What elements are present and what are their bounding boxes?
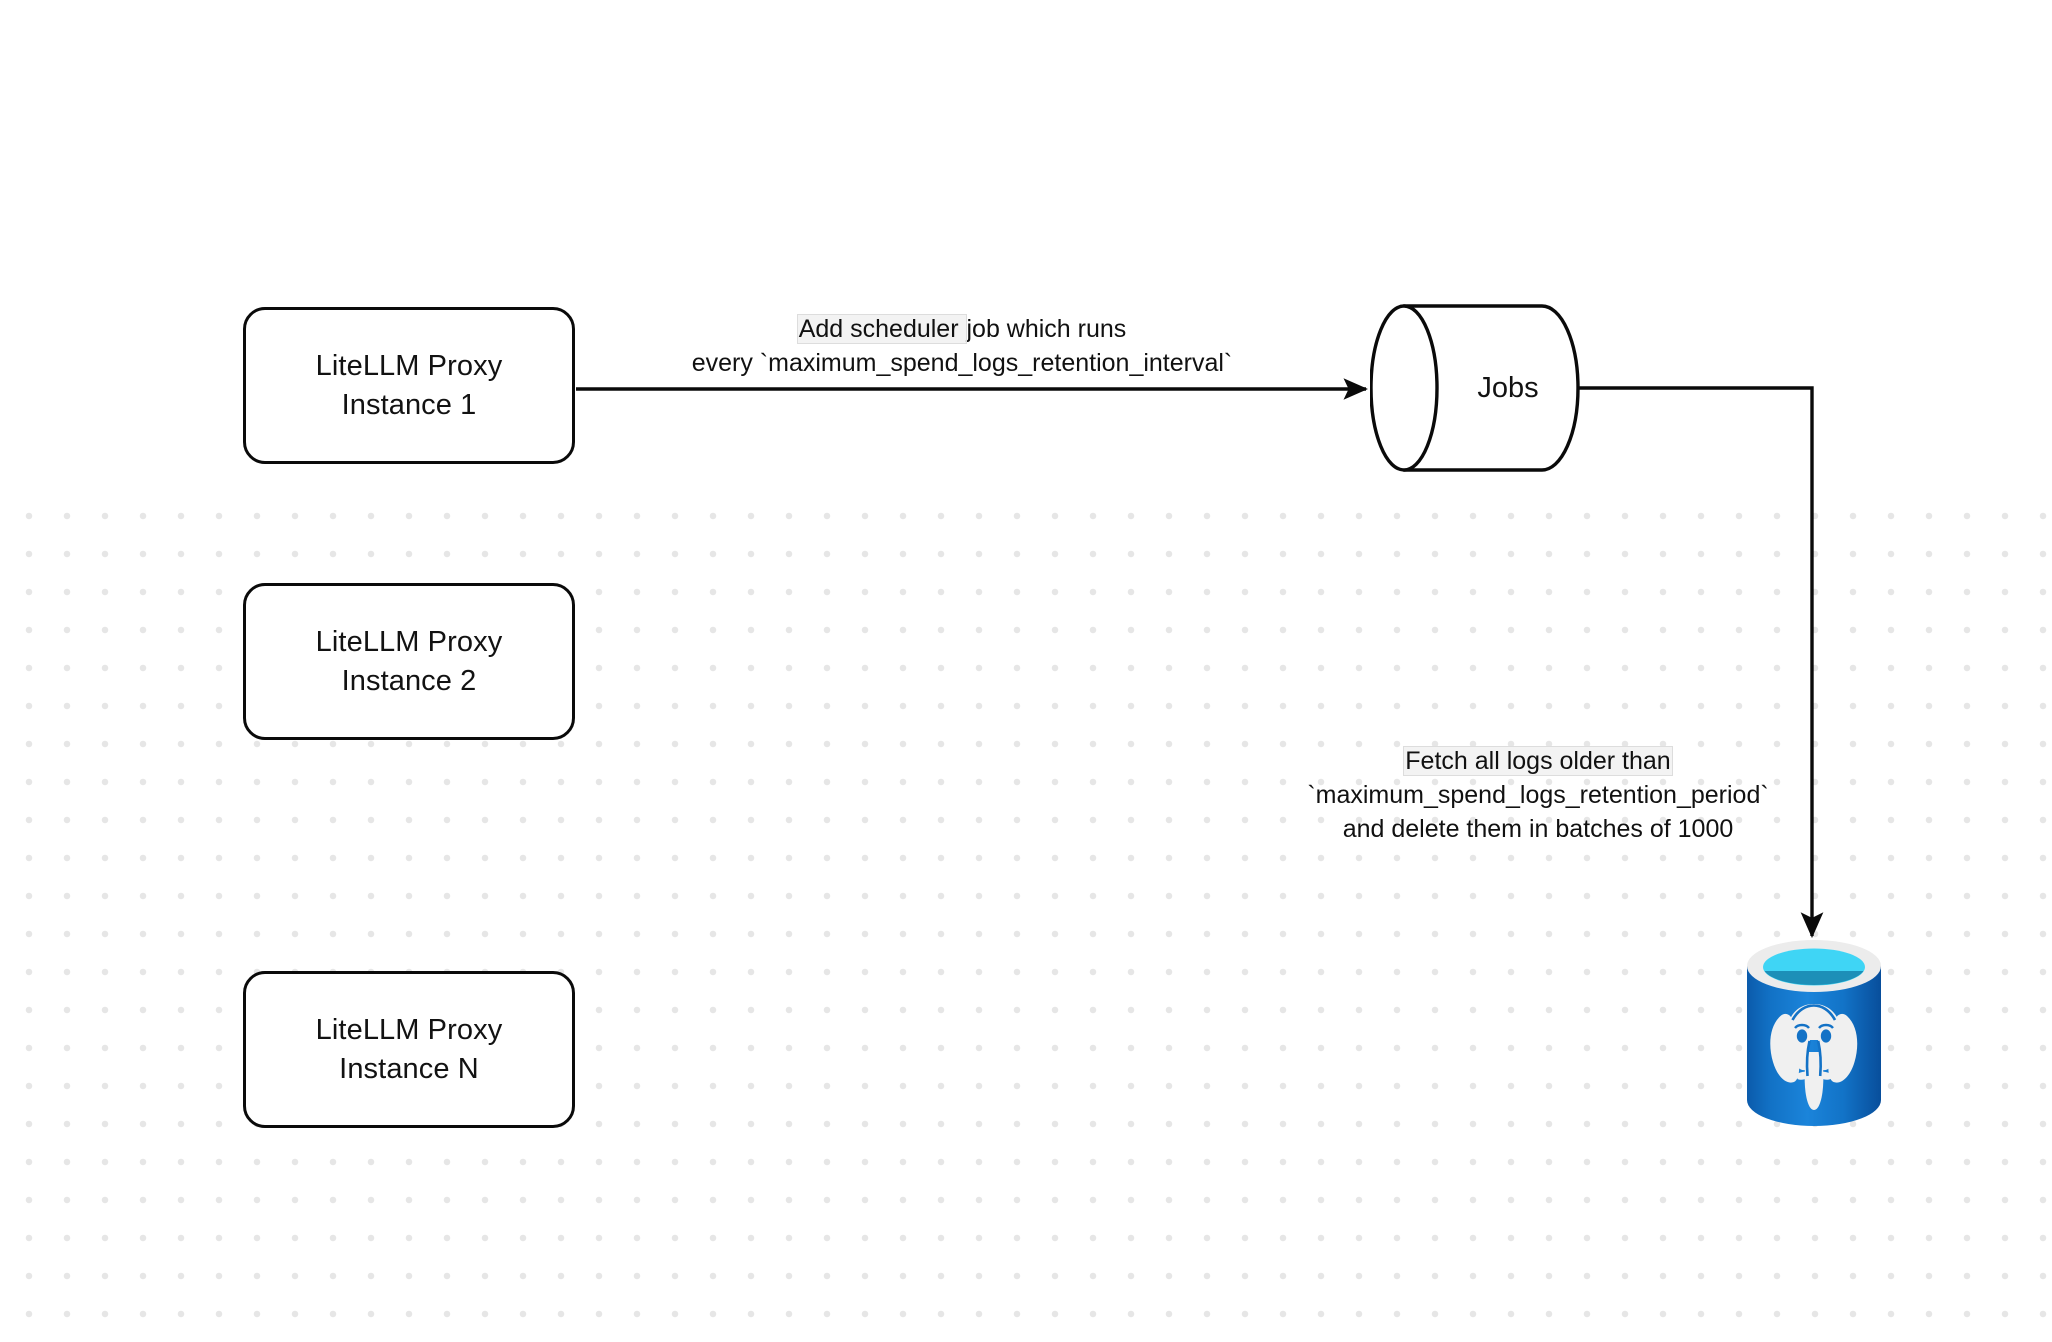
edge-label-line-1: Add scheduler job which runs	[612, 312, 1312, 346]
fetch-label-line-1: Fetch all logs older than	[1258, 744, 1818, 778]
edge-label-line-2: every `maximum_spend_logs_retention_inte…	[691, 349, 1233, 377]
jobs-node-label: Jobs	[1477, 371, 1539, 404]
elephant-contours	[1791, 1004, 1837, 1077]
fetch-label-line-3: and delete them in batches of 1000	[1342, 815, 1734, 843]
node-postgresql-database[interactable]	[1740, 940, 1888, 1136]
postgresql-icon	[1747, 940, 1881, 1126]
node-litellm-proxy-instance-2[interactable]: LiteLLM Proxy Instance 2	[243, 583, 575, 740]
elephant-eyes	[1796, 1029, 1832, 1043]
node-litellm-proxy-instance-1[interactable]: LiteLLM Proxy Instance 1	[243, 307, 575, 464]
edge-label-line-1-rest: job which runs	[966, 315, 1127, 343]
node-jobs-queue[interactable]: Jobs	[1370, 303, 1582, 473]
proxy-3-line-2: Instance N	[339, 1052, 479, 1085]
fetch-label-highlight: Fetch all logs older than	[1403, 746, 1673, 776]
edge-label-fetch-and-delete: Fetch all logs older than `maximum_spend…	[1258, 744, 1818, 846]
proxy-1-line-1: LiteLLM Proxy	[315, 349, 503, 382]
proxy-1-line-2: Instance 1	[341, 388, 477, 421]
queue-cylinder-icon	[1370, 304, 1580, 472]
proxy-3-line-1: LiteLLM Proxy	[315, 1013, 503, 1046]
proxy-2-line-2: Instance 2	[341, 664, 477, 697]
edge-label-add-scheduler-job: Add scheduler job which runs every `maxi…	[612, 312, 1312, 380]
edge-jobs-to-database	[1578, 386, 1824, 939]
elephant-eye-outlines	[1794, 1023, 1834, 1029]
node-litellm-proxy-instance-n[interactable]: LiteLLM Proxy Instance N	[243, 971, 575, 1128]
fetch-label-line-2: `maximum_spend_logs_retention_period`	[1307, 781, 1769, 809]
proxy-2-line-1: LiteLLM Proxy	[315, 625, 503, 658]
edge-label-highlight: Add scheduler	[796, 314, 968, 344]
